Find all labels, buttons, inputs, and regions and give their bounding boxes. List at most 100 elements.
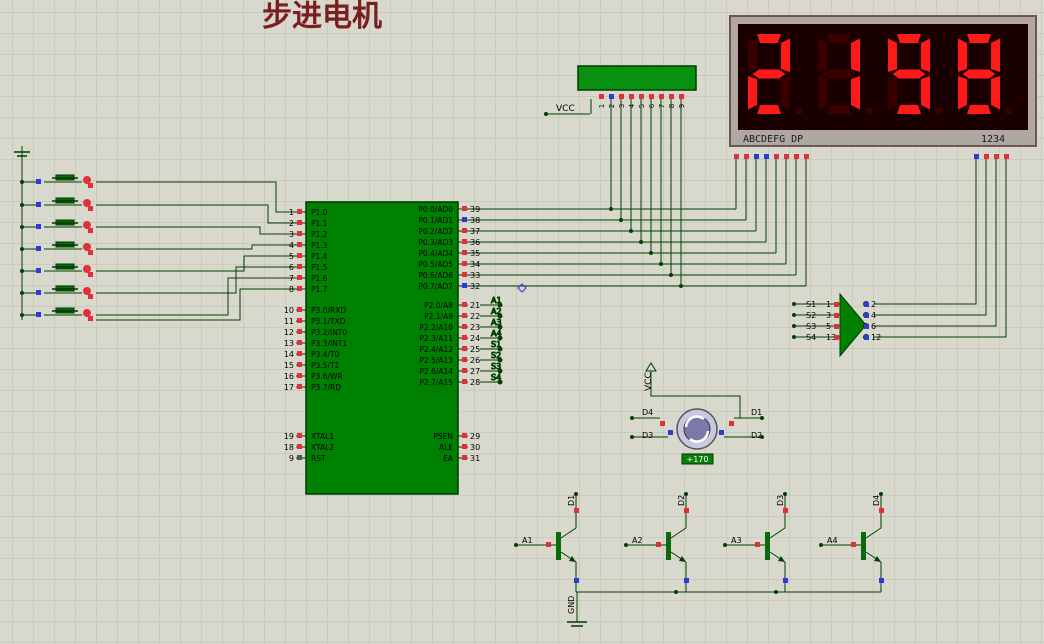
mcu-pin-number: 4 <box>289 241 294 250</box>
motor-readout: +170 <box>687 455 709 464</box>
net-end <box>819 543 823 547</box>
lcd-pin-number: 6 <box>648 103 656 108</box>
mcu-pin-number: 16 <box>284 372 294 381</box>
net-end <box>497 368 503 374</box>
net-end <box>497 313 503 319</box>
net-end <box>684 492 688 496</box>
segment-g <box>752 69 786 79</box>
segment-b <box>851 38 860 72</box>
segment-c <box>851 76 860 110</box>
lcd-pin-number: 8 <box>668 104 676 108</box>
push-button[interactable] <box>36 307 93 321</box>
buffer-pin <box>864 335 869 340</box>
mcu-pin <box>297 373 302 378</box>
seven-segment-display[interactable]: ABCDEFG DP 1234 <box>729 15 1037 159</box>
lcd-pin <box>619 94 624 99</box>
mcu-pin-number: 3 <box>289 230 294 239</box>
segment-a <box>897 34 921 43</box>
collector-label: D4 <box>872 495 881 506</box>
lcd-pin <box>639 94 644 99</box>
net-label: S1 <box>491 340 501 349</box>
probe-marker-icon[interactable] <box>517 283 527 293</box>
segment-a <box>827 34 851 43</box>
push-button[interactable] <box>36 285 93 299</box>
motor-vcc-label: VCC <box>644 372 654 391</box>
mcu-pin-name: P2.3/A11 <box>419 334 453 343</box>
segment-dp <box>866 108 872 114</box>
mcu-pin-name: P3.3/INT1 <box>311 339 347 348</box>
digit-pin <box>1004 154 1009 159</box>
emitter-pin <box>574 578 579 583</box>
rotor-icon <box>684 415 705 428</box>
net-label: S4 <box>806 333 816 342</box>
push-button[interactable] <box>36 263 93 277</box>
net-end <box>497 324 503 330</box>
mcu-pin <box>297 264 302 269</box>
buffer-pin-number: 3 <box>826 311 831 320</box>
junction-dot <box>649 251 653 255</box>
digit-pin-label: 1234 <box>981 134 1005 145</box>
mcu-pin-name: P1.7 <box>311 285 328 294</box>
mcu-pin <box>297 351 302 356</box>
push-button[interactable] <box>36 241 93 255</box>
push-button[interactable] <box>36 197 93 211</box>
mcu-pin <box>297 329 302 334</box>
button-contact <box>83 221 91 229</box>
button-pin <box>88 272 93 277</box>
segment-d <box>827 105 851 114</box>
push-button[interactable] <box>36 174 93 188</box>
mcu-pin <box>297 318 302 323</box>
collector-label: D1 <box>567 495 576 506</box>
npn-transistor[interactable]: A4 D4 <box>819 492 884 592</box>
mcu-pin-name: EA <box>443 454 454 463</box>
mcu-pin <box>297 444 302 449</box>
mcu-pin-number: 13 <box>284 339 294 348</box>
coil-label: D4 <box>642 408 653 417</box>
lcd-pin <box>599 94 604 99</box>
mcu-pin-number: 30 <box>470 443 480 452</box>
display-digit <box>958 34 1012 114</box>
net-end <box>723 543 727 547</box>
mcu-pin-number: 32 <box>470 282 480 291</box>
push-button[interactable] <box>36 219 93 233</box>
segment-e <box>748 76 757 110</box>
button-pin <box>36 202 41 207</box>
button-array[interactable] <box>36 174 93 321</box>
lcd-pin <box>609 94 614 99</box>
mcu-pin <box>297 275 302 280</box>
collector-label: D2 <box>677 495 686 506</box>
mcu-pin-name: P0.0/AD0 <box>418 205 453 214</box>
mcu-pin-number: 18 <box>284 443 294 452</box>
net-label: S2 <box>806 311 816 320</box>
base-label: A4 <box>827 536 838 545</box>
mcu-pin-name: P2.7/A15 <box>419 378 453 387</box>
buffer-pin-number: 1 <box>826 300 831 309</box>
mcu-pin <box>297 433 302 438</box>
mcu-pin-number: 28 <box>470 378 480 387</box>
mcu-pin-name: P2.1/A9 <box>424 312 453 321</box>
mcu-pin-number: 9 <box>289 454 294 463</box>
net-label: S3 <box>806 322 816 331</box>
transistor-body <box>765 532 770 560</box>
mcu-pin-name: P0.2/AD2 <box>418 227 453 236</box>
mcu-pin-number: 15 <box>284 361 294 370</box>
segment-a <box>757 34 781 43</box>
button-contact <box>83 287 91 295</box>
mcu-pin <box>297 220 302 225</box>
junction-dot <box>619 218 623 222</box>
mcu-pin <box>297 307 302 312</box>
emitter-pin <box>684 578 689 583</box>
button-pin <box>88 206 93 211</box>
base-pin <box>656 542 661 547</box>
mcu-pin-number: 10 <box>284 306 294 315</box>
coil-label: D1 <box>751 408 762 417</box>
